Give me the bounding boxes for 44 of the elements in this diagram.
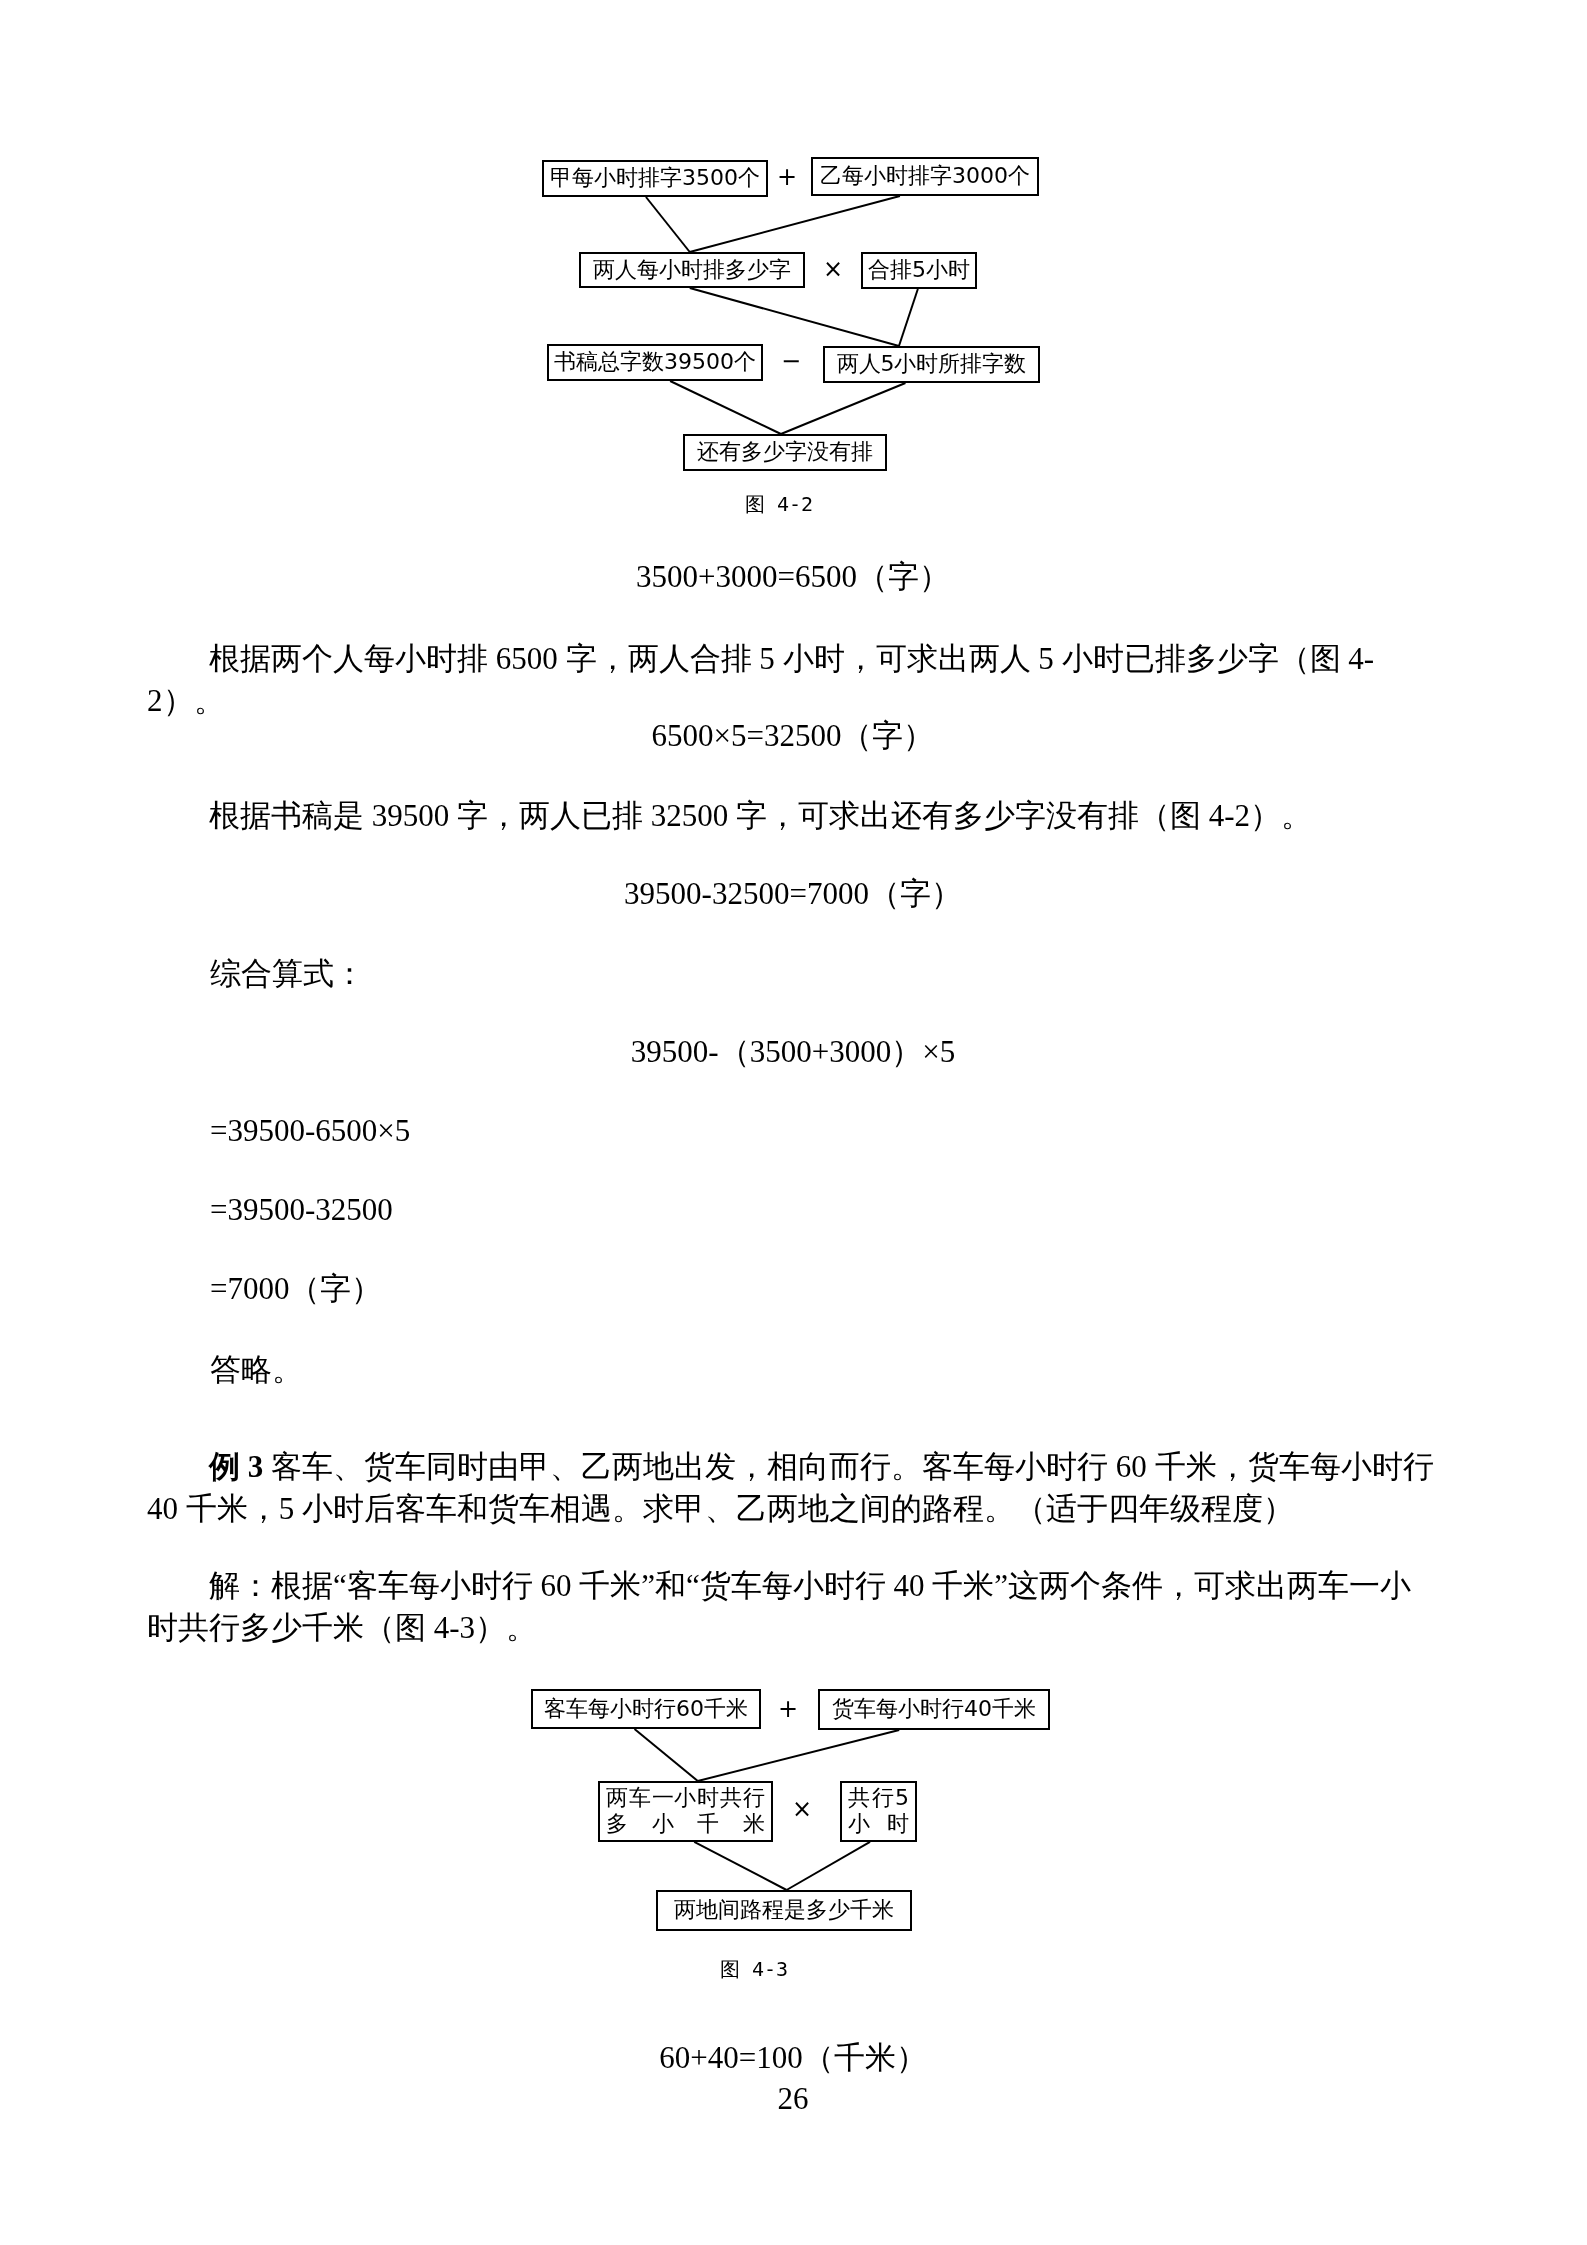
paragraph: 解：根据“客车每小时行 60 千米”和“货车每小时行 40 千米”这两个条件，可求出两车一小时共行多少千米（图 4-3）。 — [147, 1567, 1413, 1647]
text-line: 综合算式： — [210, 954, 365, 993]
paragraph: 例 3 客车、货车同时由甲、乙两地出发，相向而行。客车每小时行 60 千米，货车每小时行 40 千米，5 小时后客车和货车相遇。求甲、乙两地之间的路程。（适于四年级程度） — [147, 1448, 1435, 1528]
text-box: 甲每小时排字3500个 — [542, 160, 768, 197]
text-box: 合排5小时 — [861, 252, 977, 289]
connector-line — [688, 287, 900, 347]
operator-sign: + — [777, 1694, 799, 1726]
connector-line — [779, 382, 907, 435]
text-line: =39500-6500×5 — [210, 1111, 411, 1150]
text-line: 39500-（3500+3000）×5 — [630, 1032, 956, 1071]
text-box: 共行5小时 — [840, 1781, 917, 1842]
text-box: 还有多少字没有排 — [683, 434, 887, 471]
operator-sign: × — [791, 1794, 813, 1826]
operator-sign: + — [776, 162, 798, 194]
text-line: 60+40=100（千米） — [659, 2038, 927, 2077]
text-line: 6500×5=32500（字） — [651, 716, 935, 755]
paragraph: 根据书稿是 39500 字，两人已排 32500 字，可求出还有多少字没有排（图 4-2）。 — [208, 797, 1314, 835]
text-box: 乙每小时排字3000个 — [811, 157, 1039, 196]
connector-line — [785, 1840, 872, 1891]
text-line: 答略。 — [210, 1350, 303, 1389]
text-box: 书稿总字数39500个 — [547, 344, 763, 381]
text-box: 两人每小时排多少字 — [579, 252, 805, 288]
connector-line — [696, 1729, 901, 1782]
connector-line — [897, 288, 919, 347]
connector-line — [669, 380, 782, 435]
text-box: 两人5小时所排字数 — [823, 346, 1040, 383]
text-box: 两车一小时共行多小千米 — [598, 1781, 773, 1842]
connector-line — [633, 1728, 699, 1782]
text-line: 39500-32500=7000（字） — [624, 874, 962, 913]
operator-sign: − — [780, 346, 802, 378]
text-line: 26 — [777, 2079, 809, 2118]
text-line: 3500+3000=6500（字） — [636, 557, 950, 596]
figure-caption: 图 4-2 — [744, 491, 814, 517]
text-line: =39500-32500 — [210, 1190, 393, 1229]
text-box: 客车每小时行60千米 — [531, 1689, 761, 1729]
paragraph: 根据两个人每小时排 6500 字，两人合排 5 小时，可求出两人 5 小时已排多少字（图 4-2）。 — [147, 640, 1376, 719]
operator-sign: × — [822, 254, 844, 286]
connector-line — [688, 195, 901, 253]
text-line: =7000（字） — [210, 1269, 383, 1308]
connector-line — [693, 1840, 788, 1891]
connector-line — [644, 196, 691, 253]
text-box: 货车每小时行40千米 — [818, 1689, 1050, 1730]
text-box: 两地间路程是多少千米 — [656, 1890, 912, 1931]
figure-caption: 图 4-3 — [719, 1956, 789, 1982]
